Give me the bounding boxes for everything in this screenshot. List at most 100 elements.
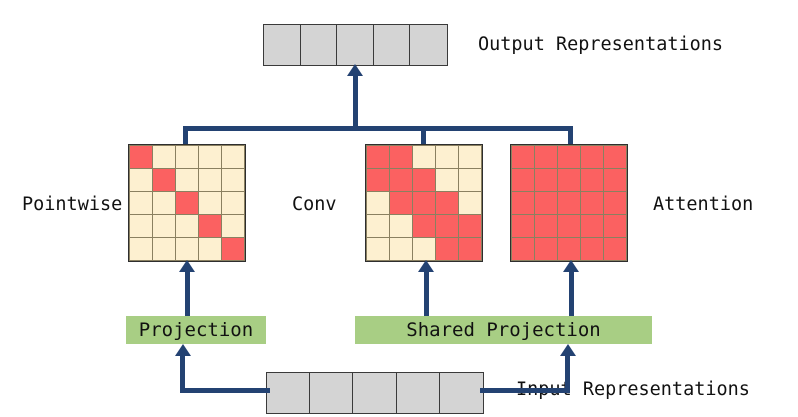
matrix-conv	[365, 144, 483, 262]
arrow-projection-to-pointwise	[179, 260, 195, 272]
matrix-attention	[510, 144, 628, 262]
matrix-attention-cell	[535, 169, 557, 191]
matrix-conv-cell	[390, 146, 412, 168]
matrix-conv-cell	[367, 146, 389, 168]
matrix-attention-cell	[581, 192, 603, 214]
matrix-conv-cell	[459, 238, 481, 260]
input-token-cell	[353, 373, 397, 413]
connector-bus-drop-pointwise	[183, 126, 188, 146]
output-representations-row	[263, 24, 448, 66]
connector-input-right-v	[565, 356, 570, 392]
matrix-attention-cell	[604, 192, 626, 214]
matrix-conv-cell	[436, 215, 458, 237]
output-token-cell	[337, 25, 374, 65]
matrix-conv-cell	[459, 146, 481, 168]
output-representations-label: Output Representations	[478, 34, 724, 55]
matrix-pointwise-cell	[199, 238, 221, 260]
matrix-attention-cell	[558, 215, 580, 237]
matrix-pointwise-cell	[222, 169, 244, 191]
matrix-pointwise-cell	[199, 215, 221, 237]
matrix-pointwise-cell	[130, 146, 152, 168]
connector-input-right-h	[480, 388, 570, 393]
matrix-attention-cell	[512, 215, 534, 237]
matrix-pointwise-cell	[176, 146, 198, 168]
matrix-conv-cell	[413, 215, 435, 237]
matrix-conv-cell	[459, 169, 481, 191]
matrix-pointwise-cell	[176, 215, 198, 237]
matrix-conv-cell	[459, 215, 481, 237]
matrix-pointwise-cell	[176, 192, 198, 214]
matrix-pointwise-cell	[130, 238, 152, 260]
output-token-cell	[374, 25, 411, 65]
matrix-conv-cell	[436, 169, 458, 191]
connector-input-left-v	[180, 356, 185, 392]
matrix-pointwise-cell	[130, 215, 152, 237]
matrix-conv-cell	[413, 146, 435, 168]
arrow-input-to-projection	[174, 344, 191, 356]
input-token-cell	[310, 373, 354, 413]
shared-projection-label: Shared Projection	[406, 319, 601, 341]
input-representations-row	[266, 372, 484, 414]
output-token-cell	[264, 25, 301, 65]
matrix-attention-cell	[558, 238, 580, 260]
matrix-pointwise-cell	[130, 169, 152, 191]
matrix-conv-cell	[436, 146, 458, 168]
matrix-pointwise-label: Pointwise	[22, 194, 123, 215]
matrix-conv-cell	[390, 238, 412, 260]
projection-box[interactable]: Projection	[126, 316, 266, 344]
arrow-shared-to-attention	[563, 260, 579, 272]
matrix-pointwise-cell	[199, 192, 221, 214]
matrix-conv-cell	[413, 192, 435, 214]
matrix-pointwise-cell	[222, 238, 244, 260]
arrow-to-output	[347, 64, 363, 76]
matrix-attention-cell	[535, 146, 557, 168]
matrix-attention-cell	[512, 238, 534, 260]
matrix-pointwise	[128, 144, 246, 262]
matrix-pointwise-cell	[153, 146, 175, 168]
connector-input-left-h	[180, 388, 270, 393]
input-token-cell	[267, 373, 311, 413]
matrix-conv-cell	[413, 169, 435, 191]
matrix-attention-cell	[604, 238, 626, 260]
matrix-attention-cell	[535, 215, 557, 237]
matrix-conv-cell	[390, 169, 412, 191]
matrix-attention-cell	[581, 238, 603, 260]
connector-bus-drop-conv	[421, 126, 426, 146]
matrix-attention-cell	[581, 169, 603, 191]
matrix-attention-cell	[604, 169, 626, 191]
matrix-pointwise-cell	[153, 238, 175, 260]
matrix-attention-cell	[512, 169, 534, 191]
matrix-pointwise-cell	[176, 238, 198, 260]
matrix-attention-cell	[535, 238, 557, 260]
matrix-conv-cell	[390, 215, 412, 237]
output-token-cell	[301, 25, 338, 65]
matrix-conv-cell	[367, 238, 389, 260]
matrix-attention-cell	[558, 169, 580, 191]
input-token-cell	[397, 373, 440, 413]
shared-projection-box[interactable]: Shared Projection	[355, 316, 652, 344]
connector-projection-to-pointwise	[184, 268, 190, 316]
matrix-pointwise-cell	[199, 169, 221, 191]
matrix-conv-cell	[436, 192, 458, 214]
matrix-pointwise-cell	[199, 146, 221, 168]
matrix-attention-cell	[512, 146, 534, 168]
matrix-conv-cell	[367, 169, 389, 191]
arrow-shared-to-conv	[418, 260, 434, 272]
matrix-conv-cell	[367, 215, 389, 237]
matrix-attention-cell	[581, 146, 603, 168]
matrix-conv-cell	[436, 238, 458, 260]
connector-shared-to-attention	[568, 268, 574, 316]
matrix-pointwise-cell	[222, 215, 244, 237]
matrix-pointwise-cell	[222, 192, 244, 214]
connector-shared-to-conv	[423, 268, 429, 316]
connector-bus-drop-attention	[568, 126, 573, 146]
matrix-attention-label: Attention	[653, 194, 754, 215]
matrix-attention-cell	[604, 146, 626, 168]
matrix-conv-cell	[390, 192, 412, 214]
matrix-attention-cell	[535, 192, 557, 214]
connector-output-stem	[352, 74, 358, 128]
matrix-conv-cell	[459, 192, 481, 214]
matrix-conv-label: Conv	[292, 194, 337, 215]
connector-top-bus	[183, 126, 573, 131]
